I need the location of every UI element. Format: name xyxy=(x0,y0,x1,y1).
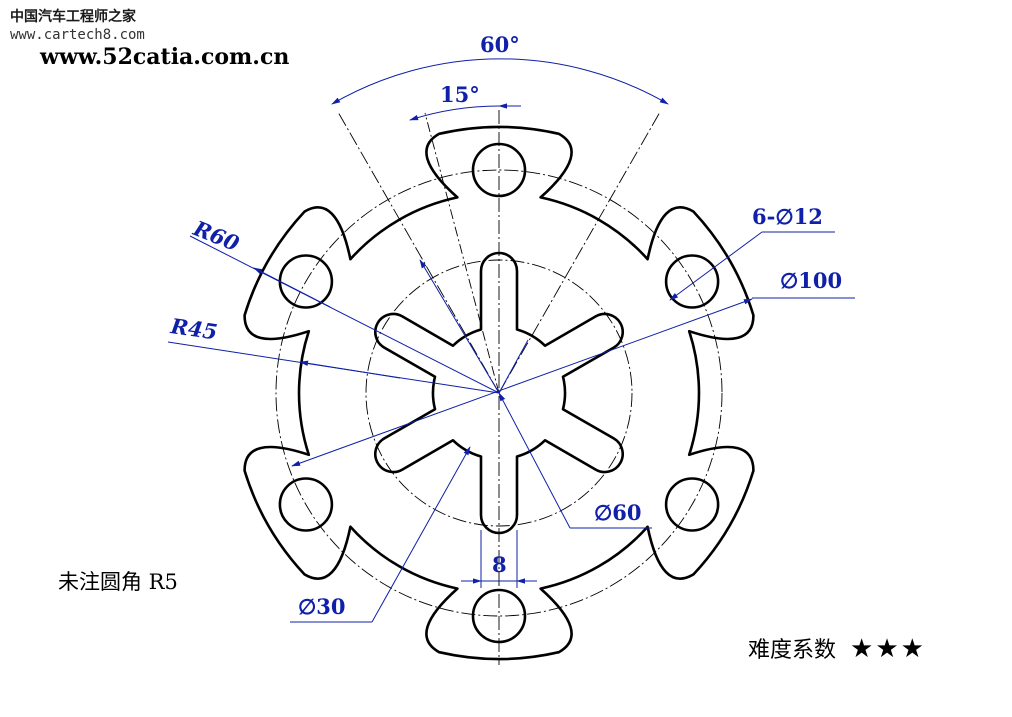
dim-label-dia-30: ∅30 xyxy=(298,594,346,619)
difficulty-label: 难度系数 xyxy=(748,638,837,663)
bolt-hole xyxy=(471,142,527,198)
bolt-hole xyxy=(664,477,720,532)
dim-label-dia-100: ∅100 xyxy=(780,268,842,293)
center-lines xyxy=(275,110,723,665)
dim-r45-tip xyxy=(299,360,401,379)
center-line-60deg-right xyxy=(498,111,661,394)
dim-angle-15-arc xyxy=(409,105,500,121)
dimensions: 60° 15° 6-∅12 ∅100 R60 R45 ∅60 8 ∅30 xyxy=(167,32,855,623)
dim-dia30-leader xyxy=(371,446,471,623)
watermark-url-2: www.52catia.com.cn xyxy=(40,44,290,70)
dim-dia60-opp xyxy=(419,259,500,394)
dim-label-angle-60: 60° xyxy=(480,32,520,57)
dim-label-angle-15: 15° xyxy=(440,82,480,107)
fillet-note: 未注圆角 R5 xyxy=(58,570,178,594)
dim-dia100-leader xyxy=(291,298,753,467)
dim-r60-tip xyxy=(253,267,331,308)
dim-angle-15-ray xyxy=(424,112,500,394)
bolt-hole xyxy=(471,588,527,644)
difficulty-stars: ★★★ xyxy=(850,634,926,664)
dim-hole-leader xyxy=(669,231,763,301)
outer-profile xyxy=(243,125,755,661)
dim-label-hole-pattern: 6-∅12 xyxy=(752,204,823,229)
dim-dia60-leader xyxy=(498,392,571,529)
difficulty-rating: 难度系数 ★★★ xyxy=(748,632,926,664)
center-line-60deg-left xyxy=(337,111,500,394)
dim-dia30-opp xyxy=(498,339,529,394)
bolt-hole xyxy=(278,477,334,532)
dim-r60-leader xyxy=(189,235,500,394)
dim-label-r60: R60 xyxy=(189,215,243,256)
dim-label-dia-60: ∅60 xyxy=(594,500,642,525)
watermark-site-name: 中国汽车工程师之家 xyxy=(10,9,136,25)
dim-label-r45: R45 xyxy=(168,313,219,344)
dim-angle-60-arc xyxy=(331,58,669,105)
watermark-url: www.cartech8.com xyxy=(10,27,145,43)
dim-label-slot-8: 8 xyxy=(492,552,507,577)
